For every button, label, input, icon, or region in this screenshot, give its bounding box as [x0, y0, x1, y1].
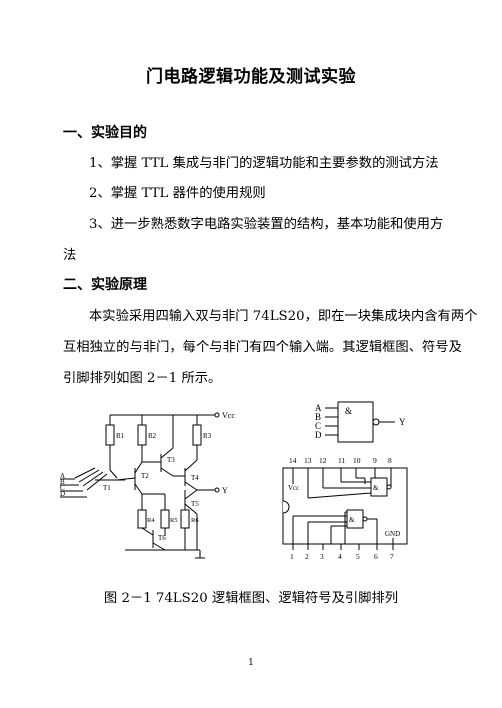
- t3-label: T3: [167, 456, 175, 464]
- pin-12-label: 12: [319, 456, 327, 465]
- pin-4-label: 4: [338, 552, 342, 561]
- t4-label: T4: [191, 474, 199, 482]
- document-title: 门电路逻辑功能及测试实验: [146, 67, 356, 87]
- pin-2-label: 2: [305, 552, 309, 561]
- input-d-label: D: [60, 490, 65, 498]
- input-c-label: C: [60, 484, 65, 492]
- t6-label: T6: [158, 534, 166, 542]
- pin-11-label: 11: [338, 456, 345, 465]
- pin-3-label: 3: [320, 552, 324, 561]
- objective-item-3: 3、进一步熟悉数字电路实验装置的结构，基本功能和使用方: [89, 217, 444, 232]
- objective-item-1: 1、掌握 TTL 集成与非门的逻辑功能和主要参数的测试方法: [89, 156, 439, 171]
- figure-2-1: Vcc R1 R2 R3: [55, 398, 450, 568]
- circuit-output-y-label: Y: [222, 486, 228, 495]
- pin-5-label: 5: [356, 552, 360, 561]
- pinout-vcc-label: Vcc: [288, 484, 299, 492]
- objective-item-3-continued: 法: [63, 248, 77, 263]
- pin-1-label: 1: [290, 552, 294, 561]
- pinout-lower-gate-label: &: [349, 516, 355, 524]
- principle-line-3: 引脚排列如图 2－1 所示。: [63, 371, 222, 386]
- r6-label: R6: [191, 517, 199, 524]
- symbol-output-y-label: Y: [399, 417, 406, 427]
- pinout-gnd-label: GND: [385, 530, 400, 538]
- section-heading-objectives: 一、实验目的: [63, 125, 147, 141]
- t1-label: T1: [103, 484, 111, 492]
- symbol-and-label: &: [345, 406, 352, 416]
- pin-8-label: 8: [388, 456, 392, 465]
- pin-13-label: 13: [304, 456, 312, 465]
- principle-line-1: 本实验采用四输入双与非门 74LS20，即在一块集成块内含有两个: [89, 309, 478, 324]
- r2-label: R2: [148, 432, 157, 440]
- t5-label: T5: [191, 500, 199, 508]
- r3-label: R3: [203, 432, 212, 440]
- symbol-input-a-label: A: [315, 403, 322, 413]
- vcc-label: Vcc: [222, 411, 235, 420]
- principle-line-2: 互相独立的与非门，每个与非门有四个输入端。其逻辑框图、符号及: [63, 340, 462, 355]
- symbol-input-d-label: D: [315, 430, 322, 440]
- circuit-diagram: Vcc R1 R2 R3: [60, 411, 235, 559]
- symbol-input-b-label: B: [315, 412, 321, 422]
- r5-label: R5: [170, 517, 178, 524]
- input-a-label: A: [60, 472, 65, 480]
- pinout-diagram: 14 13 12 11 10 9 8 Vcc &: [282, 456, 408, 561]
- pin-7-label: 7: [390, 552, 394, 561]
- pin-6-label: 6: [374, 552, 378, 561]
- symbol-input-c-label: C: [315, 421, 321, 431]
- pin-10-label: 10: [353, 456, 361, 465]
- r1-label: R1: [116, 432, 125, 440]
- r4-label: R4: [147, 517, 155, 524]
- figure-caption: 图 2－1 74LS20 逻辑框图、逻辑符号及引脚排列: [103, 591, 399, 606]
- pin-14-label: 14: [289, 456, 297, 465]
- t2-label: T2: [141, 472, 149, 480]
- input-b-label: B: [60, 478, 65, 486]
- objective-item-2: 2、掌握 TTL 器件的使用规则: [89, 186, 266, 201]
- page-number: 1: [248, 658, 254, 668]
- section-heading-principle: 二、实验原理: [63, 277, 147, 293]
- pinout-upper-gate-label: &: [373, 484, 379, 492]
- pin-9-label: 9: [373, 456, 377, 465]
- logic-symbol: & Y A B C D: [315, 401, 406, 443]
